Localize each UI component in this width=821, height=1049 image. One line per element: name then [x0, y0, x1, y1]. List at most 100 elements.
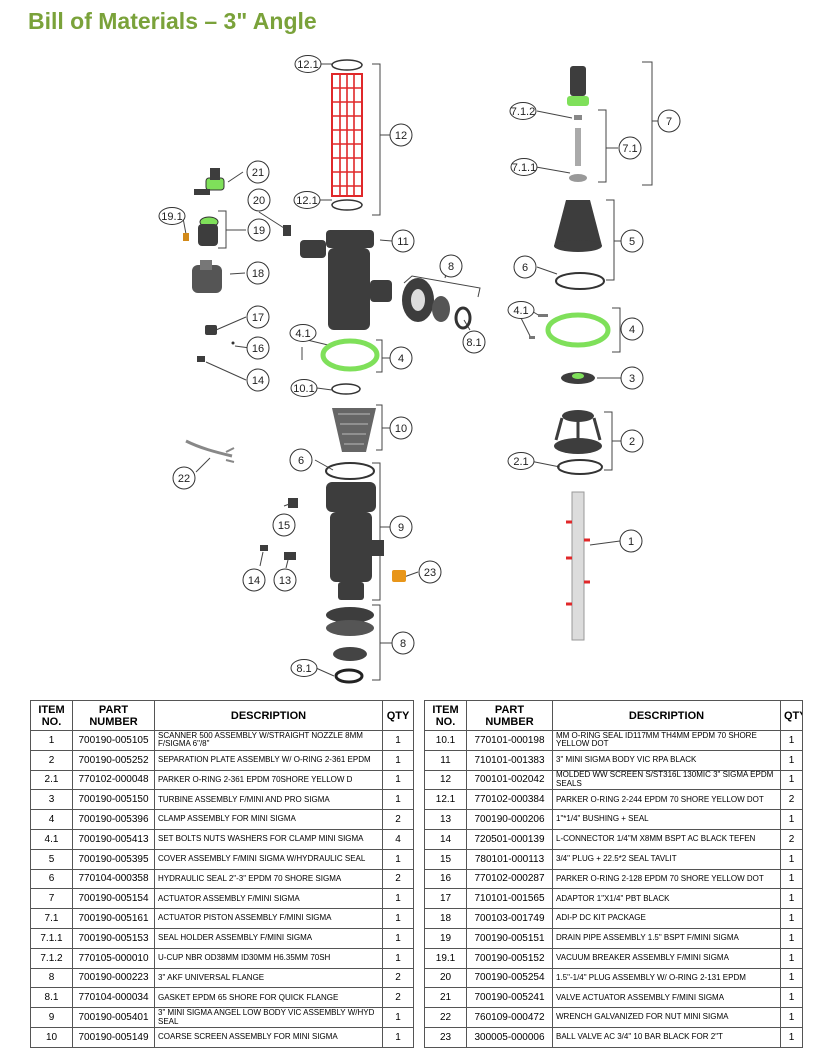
cell-item-no: 3: [30, 789, 73, 811]
cell-part-number: 700190-005413: [72, 828, 155, 850]
cell-item-no: 12.1: [424, 789, 467, 811]
callout-label: 8: [400, 638, 406, 650]
cell-part-number: 770104-000034: [72, 987, 155, 1009]
cell-item-no: 19.1: [424, 947, 467, 969]
flange-8-top: [402, 278, 472, 330]
cell-description: L-CONNECTOR 1/4"M X8MM BSPT AC BLACK TEF…: [552, 828, 781, 850]
cell-qty: 1: [780, 927, 803, 949]
cell-part-number: 710101-001383: [466, 749, 553, 771]
cell-item-no: 7.1: [30, 908, 73, 929]
cell-part-number: 760109-000472: [466, 1007, 553, 1028]
callout-label: 19: [253, 225, 265, 237]
cell-item-no: 19: [424, 927, 467, 949]
callout-bubble: 14: [246, 368, 270, 392]
cell-item-no: 9: [30, 1007, 73, 1028]
callout-bubbles: 12.11212.1212019.11911181716144.1410.110…: [158, 55, 681, 677]
callout-bubble: 12.1: [293, 191, 321, 209]
wrench-22: [185, 439, 235, 463]
cell-description: PARKER O-RING 2-244 EPDM 70 SHORE YELLOW…: [552, 789, 781, 811]
callout-label: 15: [278, 520, 290, 532]
actuator-7: [567, 66, 589, 182]
exploded-view-diagram: 12.11212.1212019.11911181716144.1410.110…: [158, 55, 681, 684]
cell-item-no: 7: [30, 888, 73, 910]
header-item-no: ITEM NO.: [424, 700, 467, 731]
cell-item-no: 23: [424, 1026, 467, 1048]
cell-description: SCANNER 500 ASSEMBLY W/STRAIGHT NOZZLE 8…: [154, 730, 383, 751]
cell-part-number: 770104-000358: [72, 868, 155, 890]
cell-item-no: 4.1: [30, 828, 73, 850]
callout-label: 2: [629, 436, 635, 448]
cell-item-no: 8: [30, 967, 73, 989]
body-9: [326, 482, 384, 600]
callout-label: 4.1: [513, 305, 528, 317]
cell-description: 3" MINI SIGMA BODY VIC RPA BLACK: [552, 749, 781, 771]
callout-label: 9: [398, 522, 404, 534]
cell-qty: 2: [382, 809, 414, 830]
cell-item-no: 11: [424, 749, 467, 771]
cell-description: WRENCH GALVANIZED FOR NUT MINI SIGMA: [552, 1007, 781, 1028]
callout-bubble: 10.1: [290, 379, 318, 397]
callout-bubble: 12.1: [294, 55, 322, 73]
cell-qty: 1: [382, 1007, 414, 1028]
clamp-4-right: [545, 312, 611, 348]
cell-qty: 1: [780, 1007, 803, 1028]
cell-part-number: 700101-002042: [466, 769, 553, 791]
cell-part-number: 700190-005252: [72, 749, 155, 771]
cover-5: [554, 200, 602, 252]
callout-bubble: 6: [289, 448, 313, 472]
cell-description: PARKER O-RING 2-361 EPDM 70SHORE YELLOW …: [154, 769, 383, 791]
o-ring-10-1: [331, 383, 361, 395]
cell-part-number: 700190-005105: [72, 730, 155, 751]
table-header-row: ITEM NO. PART NUMBER DESCRIPTION QTY: [424, 700, 803, 731]
cell-description: COVER ASSEMBLY F/MINI SIGMA W/HYDRAULIC …: [154, 848, 383, 870]
callout-bubble: 8.1: [462, 330, 486, 354]
cell-part-number: 700190-005401: [72, 1007, 155, 1028]
o-ring-2-1: [557, 459, 603, 475]
cell-qty: 1: [382, 749, 414, 771]
callout-label: 12.1: [297, 59, 318, 71]
callout-bubble: 8: [439, 254, 463, 278]
header-part-number: PART NUMBER: [72, 700, 155, 731]
callout-bubble: 14: [242, 568, 266, 592]
cell-qty: 2: [382, 987, 414, 1009]
cell-description: ADAPTOR 1"X1/4" PBT BLACK: [552, 888, 781, 910]
callout-label: 13: [279, 575, 291, 587]
cell-qty: 1: [780, 967, 803, 989]
cell-qty: 1: [780, 888, 803, 910]
cell-description: 3" MINI SIGMA ANGEL LOW BODY VIC ASSEMBL…: [154, 1007, 383, 1028]
cell-qty: 1: [382, 888, 414, 910]
cell-item-no: 10.1: [424, 730, 467, 751]
cell-description: VALVE ACTUATOR ASSEMBLY F/MINI SIGMA: [552, 987, 781, 1009]
cell-qty: 1: [780, 749, 803, 771]
hydraulic-seal-6-mid: [325, 462, 375, 480]
callout-label: 14: [252, 375, 264, 387]
cell-description: MM O-RING SEAL ID117MM TH4MM EPDM 70 SHO…: [552, 730, 781, 751]
callout-bubble: 3: [620, 366, 644, 390]
cell-qty: 1: [780, 1026, 803, 1048]
callout-label: 17: [252, 312, 264, 324]
cell-description: ADI-P DC KIT PACKAGE: [552, 908, 781, 929]
turbine-3: [561, 372, 595, 384]
callout-label: 3: [629, 373, 635, 385]
header-description: DESCRIPTION: [154, 700, 383, 731]
callout-bubble: 2: [620, 429, 644, 453]
cell-part-number: 780101-000113: [466, 848, 553, 870]
cell-item-no: 17: [424, 888, 467, 910]
callout-bubble: 9: [389, 515, 413, 539]
cell-part-number: 700190-005151: [466, 927, 553, 949]
callout-bubble: 4: [620, 317, 644, 341]
callout-label: 23: [424, 567, 436, 579]
cell-item-no: 4: [30, 809, 73, 830]
ball-valve-23: [392, 570, 406, 582]
adi-p-kit-18: [192, 260, 222, 293]
